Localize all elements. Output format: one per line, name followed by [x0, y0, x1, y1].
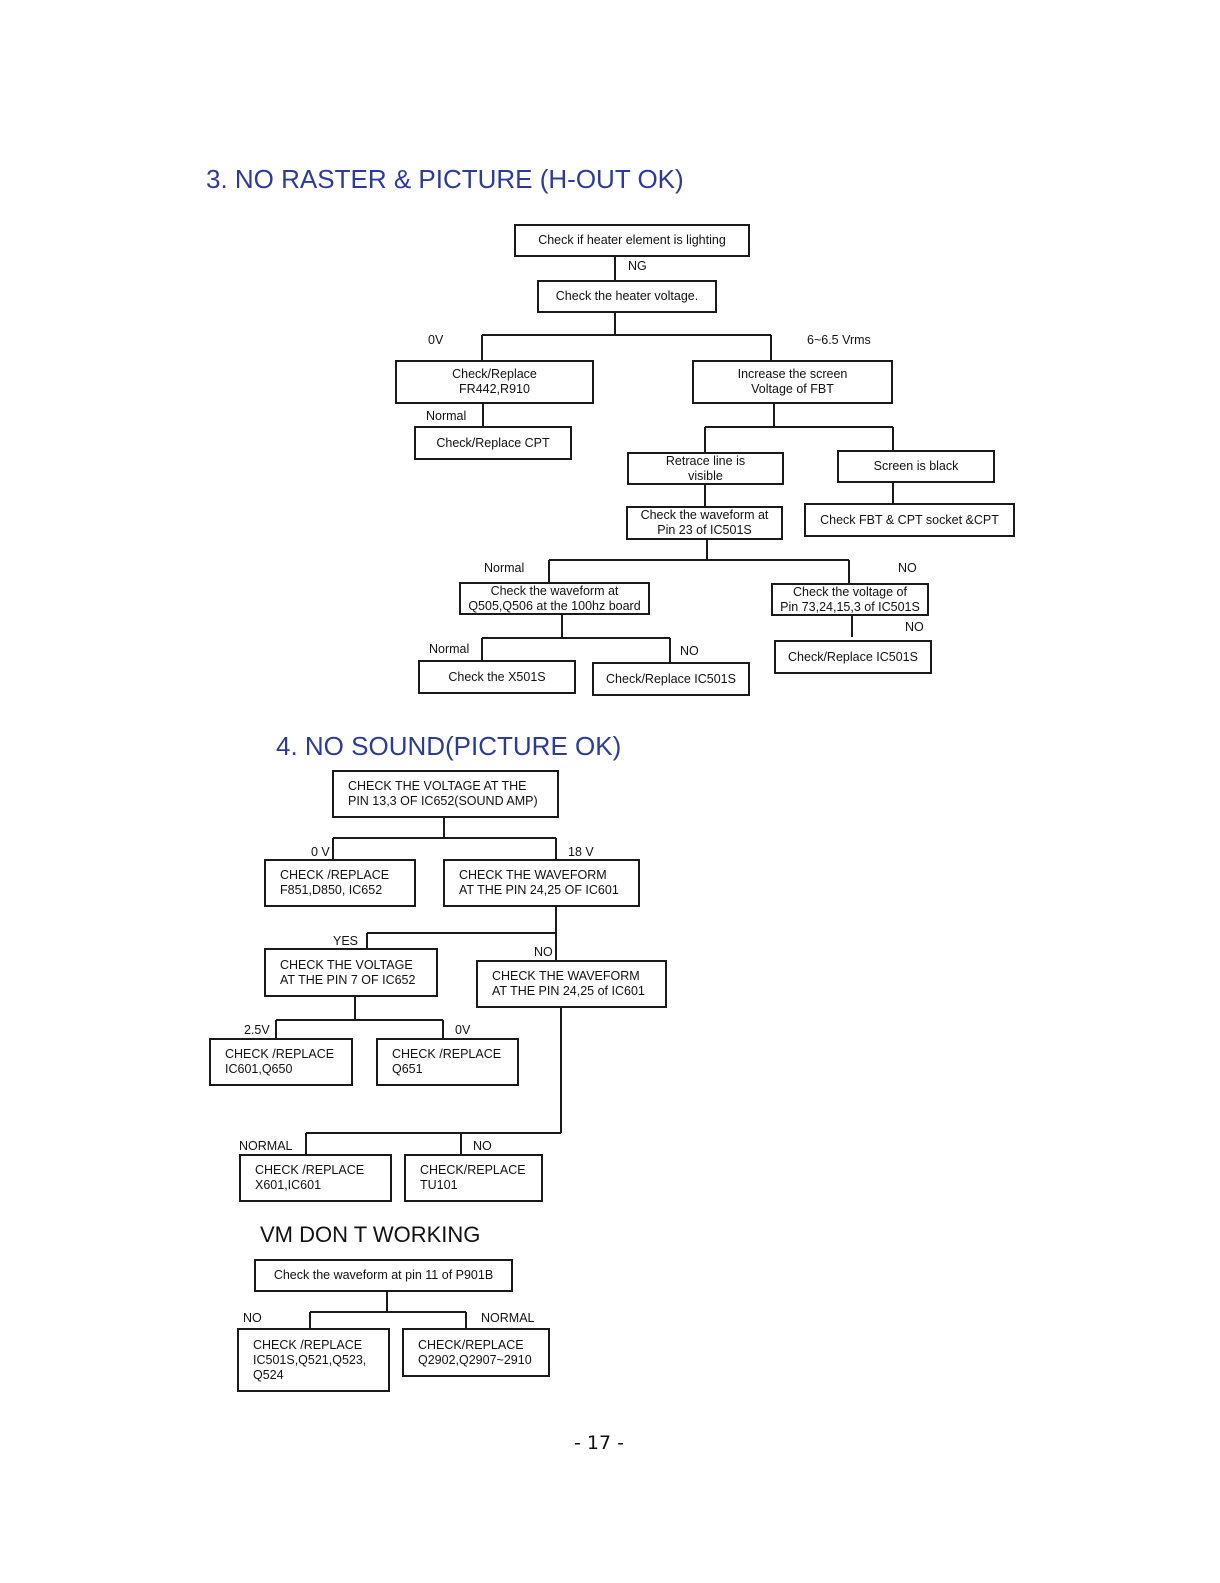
- increase-screen-voltage-box: Increase the screen Voltage of FBT: [692, 360, 893, 404]
- 2-5v-label: 2.5V: [244, 1023, 270, 1037]
- normal-label-b: Normal: [484, 561, 525, 575]
- vm-section-title: VM DON T WORKING: [260, 1222, 481, 1247]
- page-number: - 17 -: [574, 1432, 624, 1454]
- no-label-vm: NO: [243, 1311, 262, 1325]
- check-waveform-pin23-box: Check the waveform at Pin 23 of IC501S: [626, 506, 783, 540]
- no-label-s4-a: NO: [534, 945, 553, 959]
- check-heater-voltage-box: Check the heater voltage.: [537, 280, 717, 313]
- no-label-s4-b: NO: [473, 1139, 492, 1153]
- 0v-label: 0V: [428, 333, 444, 347]
- 6v-label: 6~6.5 Vrms: [807, 333, 871, 347]
- check-waveform-pin24-box-b: CHECK THE WAVEFORM AT THE PIN 24,25 of I…: [476, 960, 667, 1008]
- ng-label: NG: [628, 259, 647, 273]
- 0v-label-s4-b: 0V: [455, 1023, 471, 1037]
- retrace-line-visible-box: Retrace line is visible: [627, 452, 784, 485]
- 18v-label: 18 V: [568, 845, 594, 859]
- no-label-c: NO: [680, 644, 699, 658]
- section-4-title: 4. NO SOUND(PICTURE OK): [276, 731, 622, 761]
- check-voltage-pin13-box: CHECK THE VOLTAGE AT THE PIN 13,3 OF IC6…: [332, 770, 559, 818]
- check-waveform-pin24-box-a: CHECK THE WAVEFORM AT THE PIN 24,25 OF I…: [443, 859, 640, 907]
- screen-is-black-box: Screen is black: [837, 450, 995, 483]
- check-voltage-pin73-box: Check the voltage of Pin 73,24,15,3 of I…: [771, 583, 929, 616]
- section-3-title: 3. NO RASTER & PICTURE (H-OUT OK): [206, 164, 684, 194]
- normal-label-s4: NORMAL: [239, 1139, 293, 1153]
- check-heater-lighting-box: Check if heater element is lighting: [514, 224, 750, 257]
- check-waveform-q505-box: Check the waveform at Q505,Q506 at the 1…: [459, 582, 650, 615]
- check-replace-q2902-box: CHECK/REPLACE Q2902,Q2907~2910: [402, 1328, 550, 1377]
- check-voltage-pin7-box: CHECK THE VOLTAGE AT THE PIN 7 OF IC652: [264, 948, 438, 997]
- check-replace-f851-box: CHECK /REPLACE F851,D850, IC652: [264, 859, 416, 907]
- normal-label-vm: NORMAL: [481, 1311, 535, 1325]
- check-replace-ic501s-box-a: Check/Replace IC501S: [592, 662, 750, 696]
- check-x501s-box: Check the X501S: [418, 660, 576, 694]
- check-replace-x601-box: CHECK /REPLACE X601,IC601: [239, 1154, 392, 1202]
- check-replace-ic601-q650-box: CHECK /REPLACE IC601,Q650: [209, 1038, 353, 1086]
- check-replace-tu101-box: CHECK/REPLACE TU101: [404, 1154, 543, 1202]
- normal-label-a: Normal: [426, 409, 467, 423]
- yes-label: YES: [333, 934, 359, 948]
- check-replace-q651-box: CHECK /REPLACE Q651: [376, 1038, 519, 1086]
- normal-label-c: Normal: [429, 642, 470, 656]
- check-replace-ic501s-box-b: Check/Replace IC501S: [774, 640, 932, 674]
- no-label-a: NO: [898, 561, 917, 575]
- check-waveform-p901b-box: Check the waveform at pin 11 of P901B: [254, 1259, 513, 1292]
- no-label-b: NO: [905, 620, 924, 634]
- check-replace-ic501s-box-vm: CHECK /REPLACE IC501S,Q521,Q523, Q524: [237, 1328, 390, 1392]
- check-fbt-socket-box: Check FBT & CPT socket &CPT: [804, 503, 1015, 537]
- check-replace-cpt-box: Check/Replace CPT: [414, 426, 572, 460]
- 0v-label-s4: 0 V: [311, 845, 330, 859]
- check-replace-fr442-box: Check/Replace FR442,R910: [395, 360, 594, 404]
